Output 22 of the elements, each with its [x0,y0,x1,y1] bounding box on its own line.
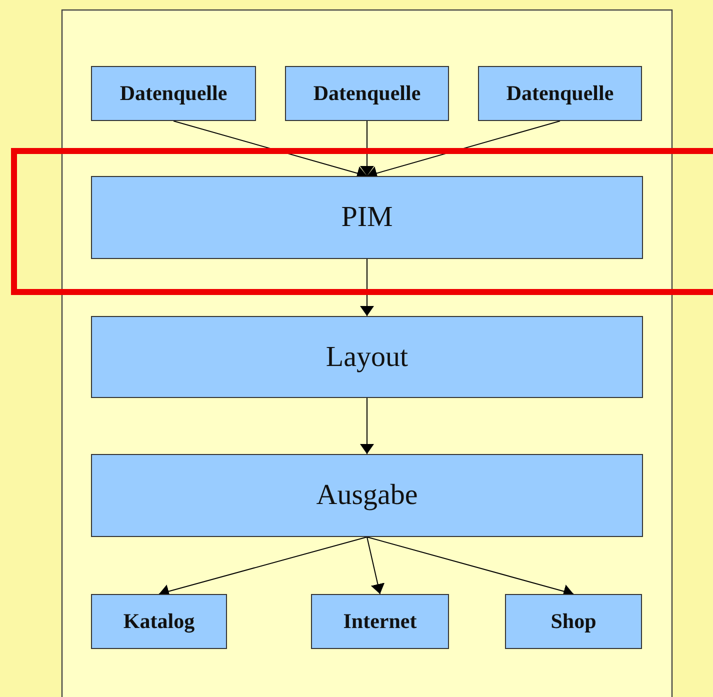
process-box [285,66,449,121]
arrow [360,258,374,316]
process-box [505,594,642,649]
arrow [366,536,385,594]
box-label: Datenquelle [120,81,228,106]
box-label: Datenquelle [506,81,614,106]
arrow [360,398,374,454]
box-label: Internet [343,609,417,634]
process-box [91,594,227,649]
arrow [360,120,374,176]
process-box [478,66,642,121]
box-label: Shop [550,609,596,634]
box-label: Ausgabe [316,479,418,512]
process-box [91,316,643,398]
process-box [91,454,643,537]
process-box [91,66,256,121]
process-box [91,176,643,259]
box-label: PIM [341,201,393,234]
process-box [311,594,449,649]
box-label: Layout [326,340,408,374]
box-label: Katalog [123,609,195,634]
box-label: Datenquelle [313,81,421,106]
